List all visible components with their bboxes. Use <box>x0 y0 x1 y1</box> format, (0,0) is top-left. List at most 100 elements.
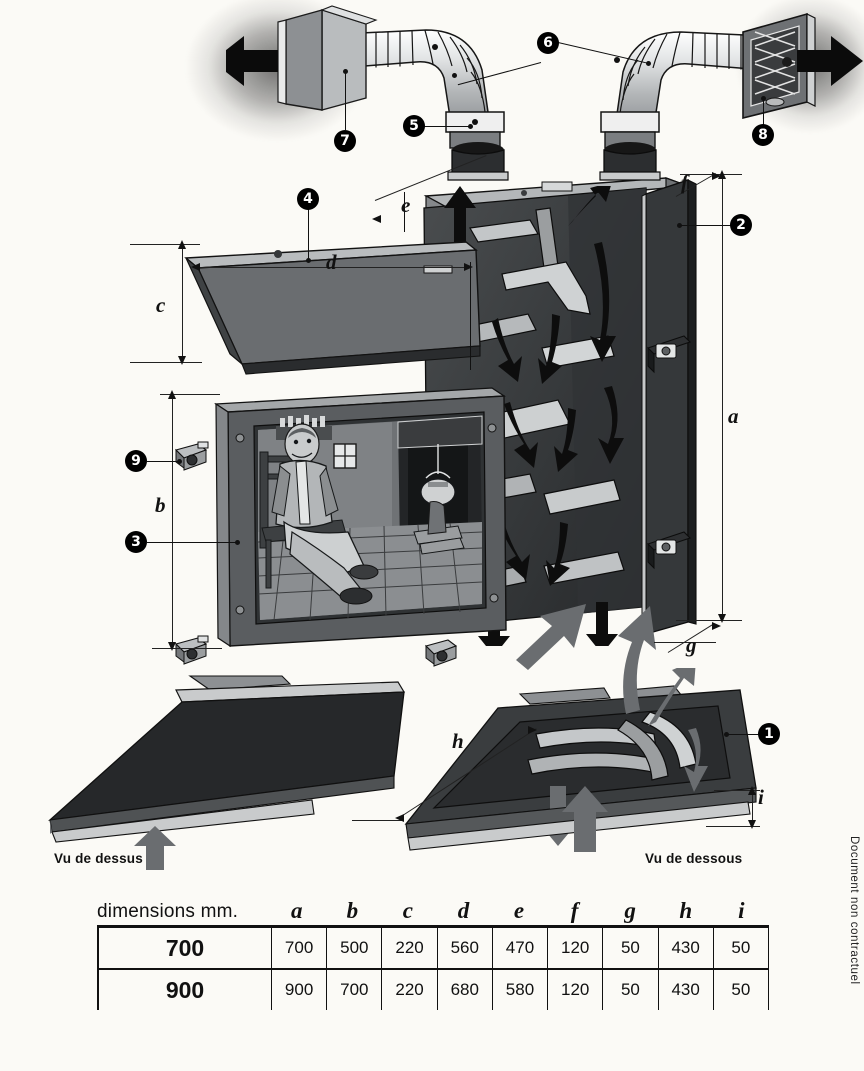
base-to-unit-arrow <box>618 606 656 714</box>
cell-700-a: 700 <box>271 928 326 968</box>
table-col-i: i <box>738 898 745 923</box>
callout-2[interactable]: 2 <box>730 214 752 236</box>
dim-h-arrow-left <box>395 814 404 822</box>
callout-6-point-left <box>452 73 457 78</box>
table-col-h: h <box>679 898 693 923</box>
dim-i-arrow-bottom <box>748 820 756 829</box>
cell-900-c: 220 <box>381 970 436 1010</box>
callout-4-point <box>306 258 311 263</box>
dim-label-a: a <box>728 404 739 428</box>
callout-5[interactable]: 5 <box>403 115 425 137</box>
table-rule-top <box>97 925 769 928</box>
side-note-non-contractual: Document non contractuel <box>848 836 860 985</box>
cell-900-f: 120 <box>547 970 602 1010</box>
dim-b-ext-bottom <box>152 648 222 649</box>
dim-a-ext-top <box>680 174 742 175</box>
callout-7[interactable]: 7 <box>334 130 356 152</box>
view-label-bottom: Vu de dessous <box>645 851 743 866</box>
dim-label-e: e <box>401 193 411 217</box>
door-latch-top <box>174 441 209 471</box>
dim-c-arrow-top <box>178 240 186 249</box>
dim-label-c: c <box>156 293 166 317</box>
cell-900-a: 900 <box>271 970 326 1010</box>
cell-700-g: 50 <box>602 928 657 968</box>
cell-700-f: 120 <box>547 928 602 968</box>
table-row-model-900: 900 <box>97 970 271 1010</box>
table-col-f: f <box>570 898 579 923</box>
callout-3-point <box>235 540 240 545</box>
callout-7-leader <box>345 72 347 130</box>
callout-6-point-right <box>646 61 651 66</box>
dim-e-ext <box>404 192 406 232</box>
callout-3[interactable]: 3 <box>125 531 147 553</box>
table-rule-middle <box>97 968 769 970</box>
cell-900-i: 50 <box>712 970 769 1010</box>
cell-700-c: 220 <box>381 928 436 968</box>
dim-e-arrow <box>372 215 381 223</box>
dim-i-arrow-top <box>748 786 756 795</box>
dim-a-line <box>722 174 723 620</box>
table-col-g: g <box>624 898 636 923</box>
dim-g-arrow <box>712 622 721 630</box>
callout-9[interactable]: 9 <box>125 450 147 472</box>
callout-8[interactable]: 8 <box>752 124 774 146</box>
cell-700-e: 470 <box>491 928 547 968</box>
dim-i-ext-bottom <box>706 826 760 827</box>
callout-8-leader <box>763 100 765 126</box>
dim-h-ext <box>352 820 404 821</box>
cell-700-i: 50 <box>712 928 769 968</box>
dimensions-table: dimensions mm. a b c d e f g h i 700 700… <box>97 893 769 1010</box>
door-latch-center <box>424 639 458 667</box>
table-col-b: b <box>346 898 359 923</box>
dim-a-arrow-bottom <box>718 614 726 623</box>
callout-8-point <box>761 96 766 101</box>
right-outlet-stub <box>599 142 661 181</box>
callout-7-point <box>343 69 348 74</box>
bottom-plate-top-view <box>48 675 406 843</box>
unit-outlet-arrow <box>516 604 586 670</box>
base-inlet-arrow <box>562 786 608 852</box>
dim-c-arrow-bottom <box>178 356 186 365</box>
view-label-top: Vu de dessus <box>54 851 143 866</box>
dim-d-line <box>195 267 470 268</box>
dim-i-ext-top <box>714 790 760 791</box>
dim-f-arrow <box>712 172 721 180</box>
table-col-d: d <box>457 898 470 923</box>
cell-700-h: 430 <box>657 928 713 968</box>
dim-label-i: i <box>758 785 764 809</box>
dim-a-ext-bottom <box>676 620 742 621</box>
table-header-row: dimensions mm. a b c d e f g h i <box>97 893 769 925</box>
unit-front-door-panel <box>214 387 507 648</box>
callout-5-point <box>468 124 473 129</box>
table-row: 900 900 700 220 680 580 120 50 430 50 <box>97 970 769 1010</box>
right-flexible-duct <box>614 31 766 133</box>
dim-a-arrow-top <box>718 170 726 179</box>
dim-c-ext-bottom <box>130 362 202 363</box>
left-wall-outlet <box>226 5 378 111</box>
callout-1[interactable]: 1 <box>758 723 780 745</box>
callout-2-leader <box>680 225 732 227</box>
callout-1-point <box>724 732 729 737</box>
dim-d-arrow-right <box>464 263 473 271</box>
cell-900-g: 50 <box>602 970 657 1010</box>
dim-g-ext <box>654 642 716 643</box>
dim-b-arrow-bottom <box>168 642 176 651</box>
callout-2-point <box>677 223 682 228</box>
callout-5-leader <box>424 126 470 128</box>
table-col-a: a <box>291 898 303 923</box>
table-col-c: c <box>402 898 414 923</box>
callout-4-leader <box>308 208 310 260</box>
dim-b-line <box>172 394 173 648</box>
callout-4[interactable]: 4 <box>297 188 319 210</box>
cell-900-h: 430 <box>657 970 713 1010</box>
dim-b-arrow-top <box>168 390 176 399</box>
cell-700-b: 500 <box>326 928 381 968</box>
callout-3-leader <box>147 542 237 544</box>
dim-b-ext-top <box>160 394 220 395</box>
table-title: dimensions mm. <box>97 901 239 922</box>
dim-label-h: h <box>452 729 464 753</box>
dim-i-line <box>752 790 753 826</box>
callout-6[interactable]: 6 <box>537 32 559 54</box>
dim-c-ext-top <box>130 244 200 245</box>
unit-right-side-panel <box>641 179 697 637</box>
